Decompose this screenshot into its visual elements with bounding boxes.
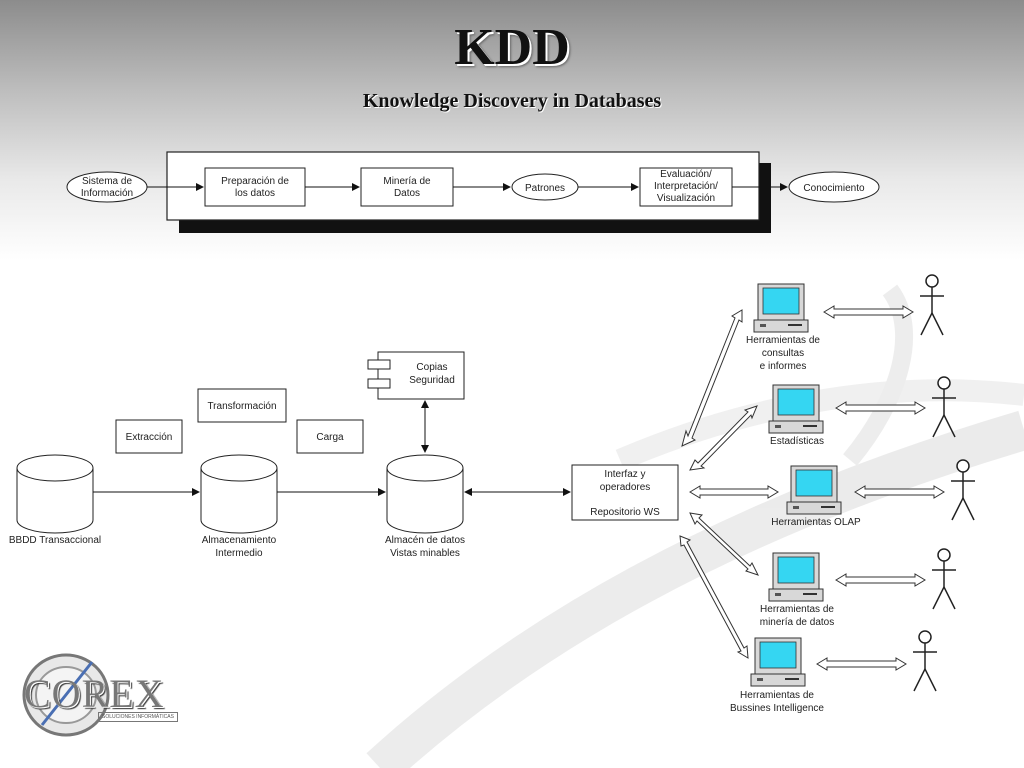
svg-text:Repositorio WS: Repositorio WS [590,507,660,518]
process-source: Sistema de Información [66,171,148,203]
slide-subtitle: Knowledge Discovery in Databases [362,90,662,112]
svg-text:Interpretación/: Interpretación/ [654,181,718,192]
staging-cylinder [200,454,278,534]
db-transactional-label: BBDD Transaccional [9,535,101,546]
transformation-box: Transformación [197,388,287,423]
svg-text:Minería de: Minería de [383,176,431,187]
process-patterns: Patrones [511,173,579,201]
user-actor-icon [912,630,938,692]
tool-label: Herramientas de [746,335,820,346]
tool-label: Herramientas OLAP [771,517,861,528]
background-swoosh [366,284,1024,768]
process-knowledge: Conocimiento [788,171,880,203]
tool-connectors [679,309,779,659]
staging-label-2: Intermedio [215,548,263,559]
process-step-evaluation: Evaluación/ Interpretación/ Visualizació… [639,167,733,207]
db-transactional-cylinder [16,454,94,534]
svg-text:Sistema de: Sistema de [82,176,132,187]
tool-label: e informes [760,361,807,372]
svg-text:Visualización: Visualización [657,193,715,204]
backup-component: Copias Seguridad [367,351,465,400]
tool-label: minería de datos [760,617,835,628]
svg-text:Carga: Carga [316,432,344,443]
user-actor-icon [931,548,957,610]
warehouse-label-2: Vistas minables [390,548,460,559]
monitor-icon [750,637,806,687]
actor-connectors [816,305,945,671]
tool-label: Bussines Intelligence [730,703,824,714]
load-box: Carga [296,419,364,454]
tool-label: Estadísticas [770,436,824,447]
svg-text:Preparación de: Preparación de [221,176,289,187]
tool-label: Herramientas de [740,690,814,701]
warehouse-label-1: Almacén de datos [385,535,465,546]
svg-text:Seguridad: Seguridad [409,375,455,386]
svg-text:Copias: Copias [416,362,447,373]
tool-label: Herramientas de [760,604,834,615]
corex-logo-icon [22,653,110,737]
svg-text:operadores: operadores [600,482,651,493]
process-step-mining: Minería de Datos [360,167,454,207]
staging-label-1: Almacenamiento [202,535,277,546]
interface-box: Interfaz y operadores Repositorio WS [571,464,679,521]
svg-text:Información: Información [81,188,133,199]
svg-text:los datos: los datos [235,188,275,199]
svg-text:Transformación: Transformación [207,401,276,412]
slide-title: KDD [454,19,570,76]
svg-text:Evaluación/: Evaluación/ [660,169,712,180]
monitor-icon [753,283,809,333]
monitor-icon [768,552,824,602]
logo-wordmark: COREX [24,671,165,716]
svg-text:Datos: Datos [394,188,420,199]
svg-text:Conocimiento: Conocimiento [803,183,865,194]
process-step-preparation: Preparación de los datos [204,167,306,207]
svg-text:Interfaz y: Interfaz y [604,469,645,480]
monitor-icon [786,465,842,515]
warehouse-cylinder [386,454,464,534]
svg-text:Patrones: Patrones [525,183,565,194]
extraction-box: Extracción [115,419,183,454]
svg-text:Extracción: Extracción [126,432,173,443]
monitor-icon [768,384,824,434]
logo-tagline: SOLUCIONES INFORMÁTICAS [98,712,178,722]
user-actor-icon [919,274,945,336]
tool-label: consultas [762,348,804,359]
